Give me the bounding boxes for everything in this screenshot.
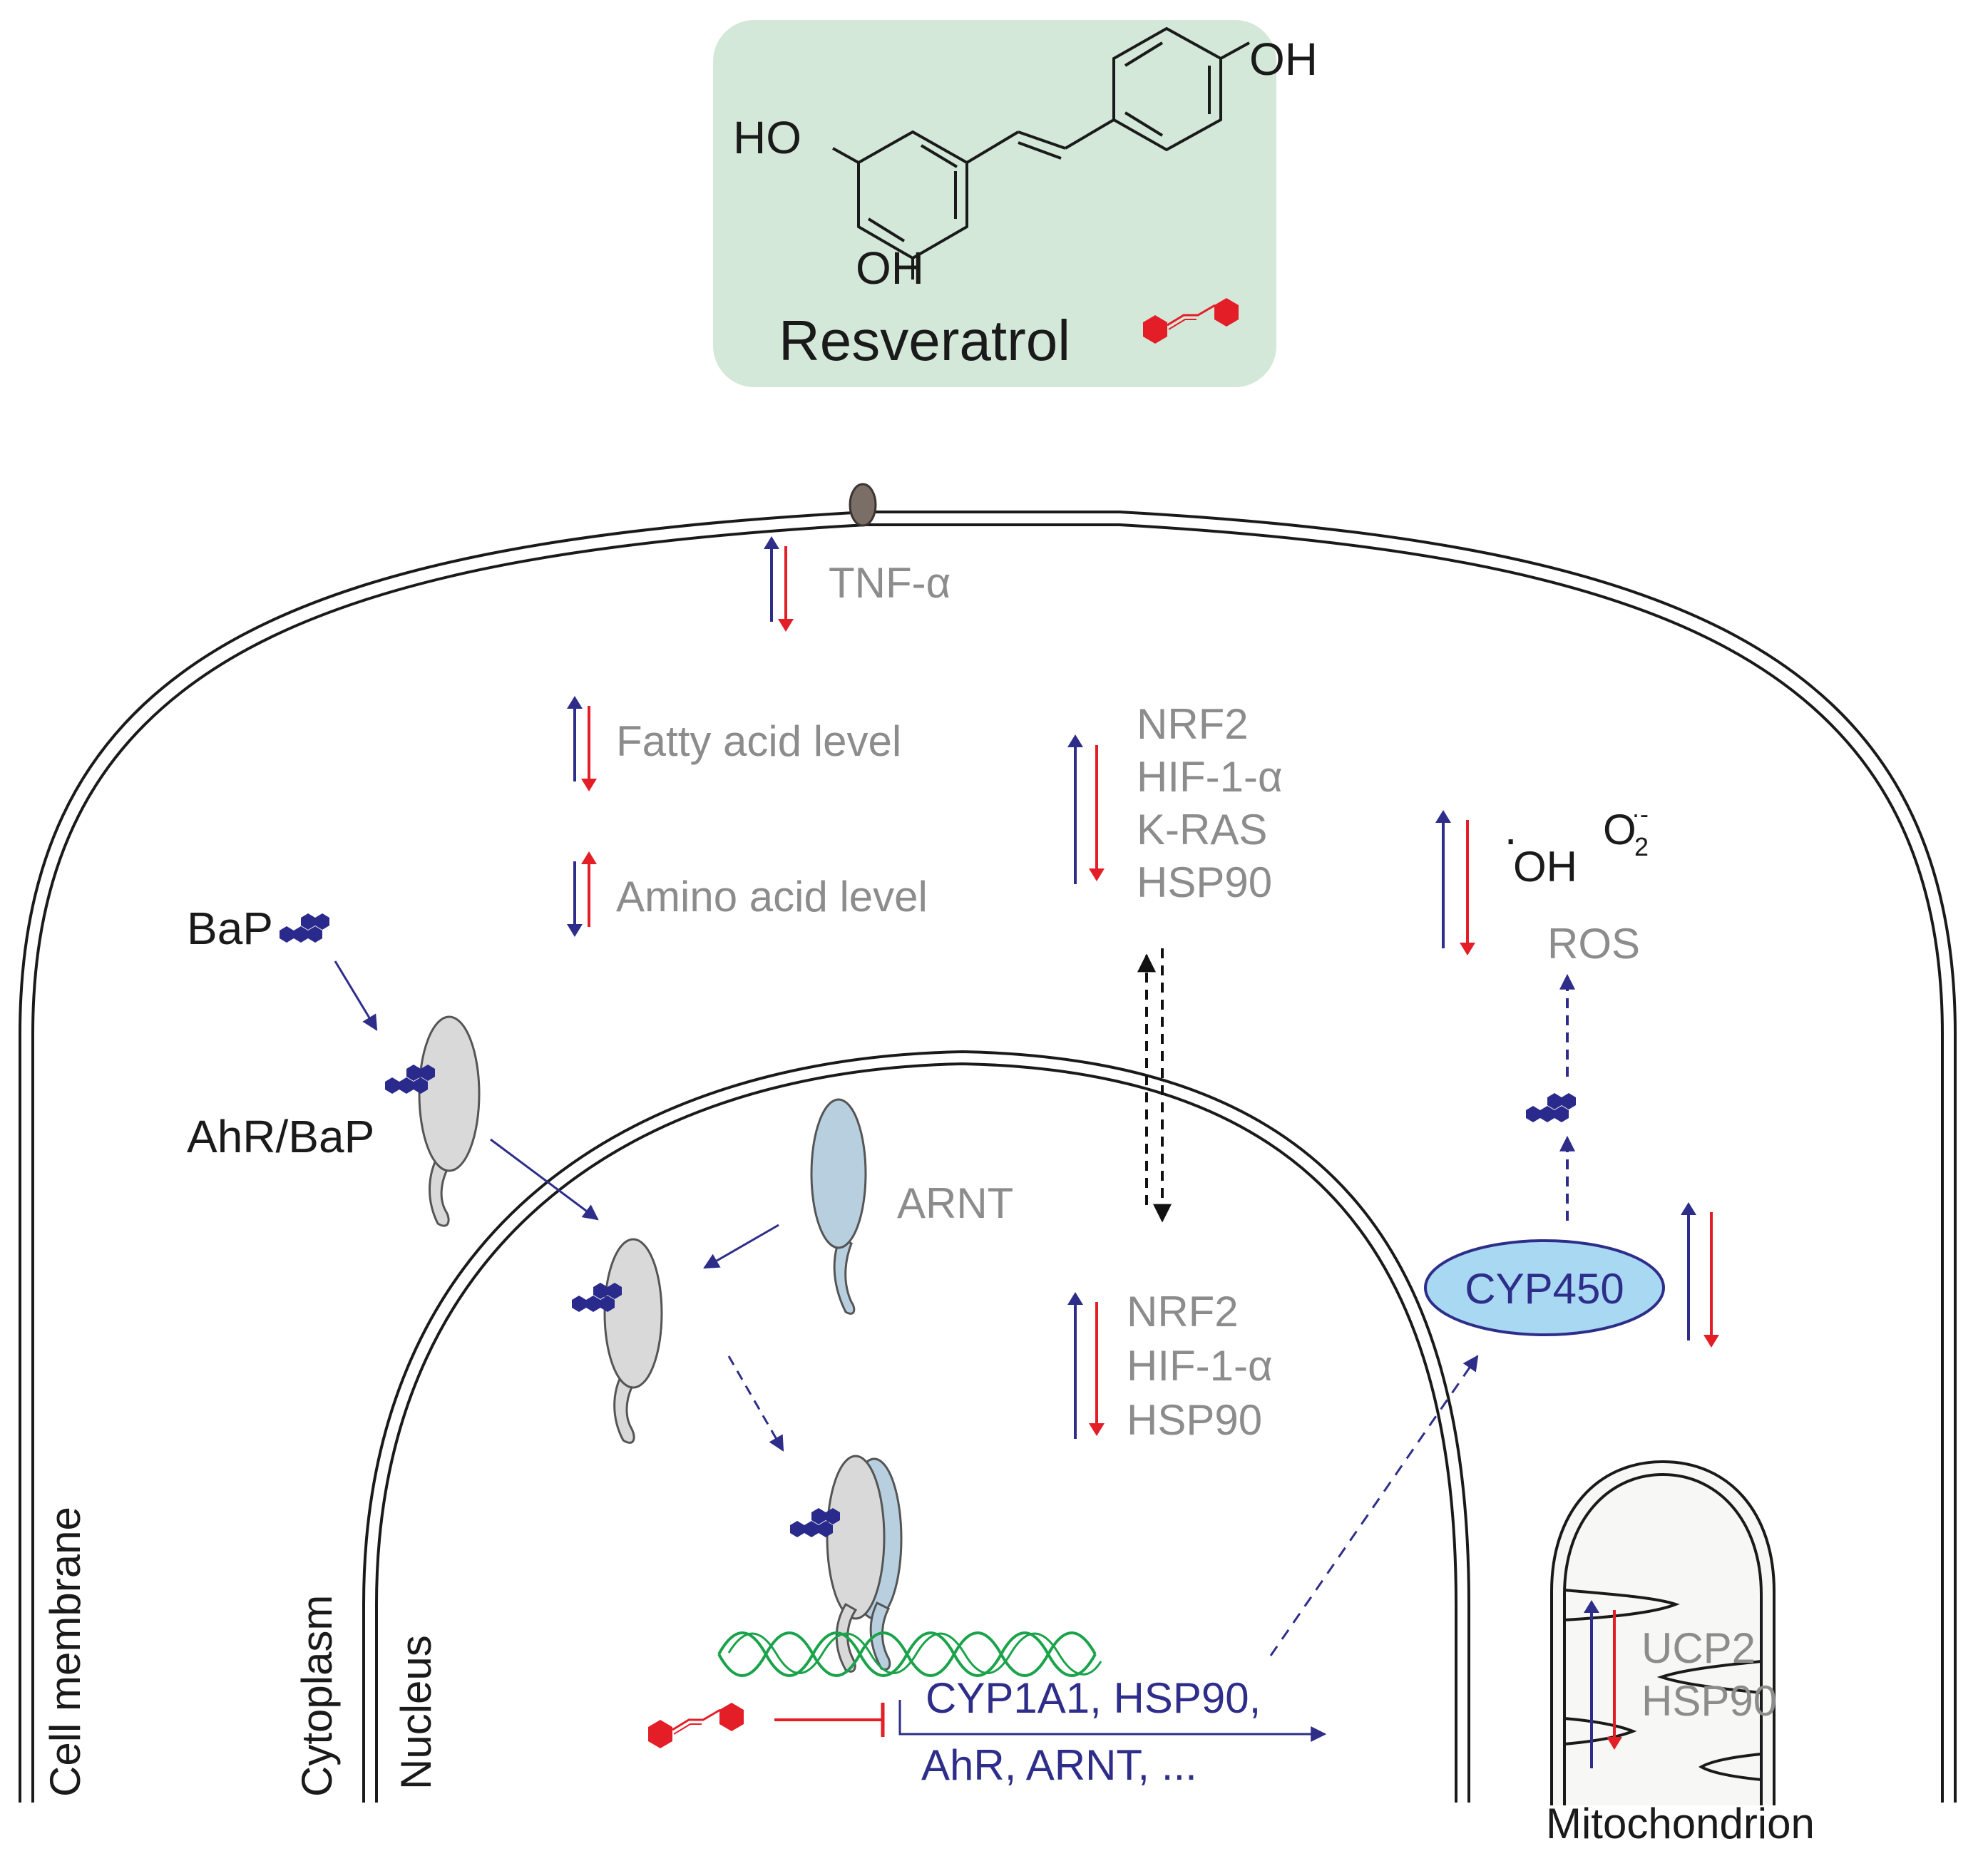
arnt-to-ahr-arrow (703, 1224, 779, 1269)
cytoplasm-kras-label: K-RAS (1137, 806, 1267, 853)
ahr-bound-bap (385, 1065, 435, 1094)
superoxide-label: O (1603, 806, 1636, 853)
target-genes-line1: CYP1A1, HSP90, (926, 1674, 1261, 1722)
tnf-alpha-label: TNF-α (829, 559, 951, 607)
cytoplasm-hif-label: HIF-1-α (1137, 753, 1283, 801)
nucleus-nrf2-label: NRF2 (1127, 1288, 1239, 1336)
ahr-arnt-heterodimer (826, 1455, 903, 1673)
nucleus-hif-label: HIF-1-α (1127, 1342, 1273, 1390)
fatty-acid-arrows (565, 694, 598, 793)
dna-helix (717, 1631, 1102, 1677)
fatty-acid-label: Fatty acid level (616, 717, 901, 765)
resveratrol-inhibitor-icon (647, 1701, 745, 1750)
cytoplasm-hsp90-label: HSP90 (1137, 858, 1272, 906)
nucleus-hsp90-label: HSP90 (1127, 1396, 1262, 1444)
hydroxyl-radical-dot: · (1503, 813, 1518, 864)
mito-ucp2-label: UCP2 (1641, 1624, 1756, 1672)
mitochondrion-label: Mitochondrion (1546, 1800, 1815, 1847)
resveratrol-title: Resveratrol (779, 309, 1070, 372)
ahr-to-dna-arrow (727, 1355, 784, 1452)
superoxide-charge: ·- (1631, 799, 1649, 829)
ahr-bap-label: AhR/BaP (187, 1111, 374, 1162)
target-genes-line2: AhR, ARNT, ... (921, 1741, 1197, 1789)
transcription-arrow (898, 1700, 1327, 1742)
oh-group-right: OH (1249, 34, 1318, 85)
nucleus-label: Nucleus (392, 1635, 440, 1790)
ho-group-left: HO (733, 112, 801, 163)
nucleus-nrf2-arrows (1067, 1292, 1105, 1439)
mito-hsp90-label: HSP90 (1641, 1677, 1777, 1725)
ahr-to-nucleus-arrow (490, 1138, 599, 1221)
hydroxyl-radical-label: OH (1513, 843, 1577, 891)
nucleus-cytoplasm-exchange-arrows (1137, 948, 1172, 1223)
cell-membrane-label: Cell membrane (41, 1507, 89, 1797)
metabolized-bap-molecule (1526, 1093, 1576, 1122)
bap-label: BaP (187, 903, 273, 954)
amino-acid-label: Amino acid level (616, 873, 928, 921)
cell-membrane (19, 511, 1957, 1803)
tnf-alpha-arrows (762, 535, 795, 633)
nuclear-ahr-complex (603, 1238, 663, 1444)
superoxide-subscript: 2 (1634, 832, 1649, 861)
cytoplasm-nrf2-label: NRF2 (1137, 700, 1249, 748)
cyp450-enzyme (1424, 1239, 1665, 1336)
cyp450-arrows (1681, 1202, 1719, 1348)
resveratrol-structure (832, 26, 1250, 280)
ros-label: ROS (1547, 920, 1640, 968)
oh-group-bottom: OH (856, 242, 924, 294)
resveratrol-panel (713, 20, 1276, 387)
ahr-bap-complex (418, 1015, 481, 1227)
bap-molecule (280, 913, 329, 943)
membrane-channel (849, 483, 877, 527)
nuclear-ahr-bap (572, 1283, 622, 1312)
heterodimer-bap (790, 1508, 840, 1537)
bap-to-ahr-arrow (334, 960, 378, 1031)
arnt-label: ARNT (897, 1179, 1013, 1227)
arnt-protein (810, 1098, 867, 1315)
cytoplasm-nrf2-arrows (1067, 734, 1105, 884)
ros-arrows (1435, 810, 1475, 955)
cyp450-label: CYP450 (1465, 1265, 1624, 1313)
mitochondrion-arrows (1584, 1600, 1622, 1768)
cytoplasm-label: Cytoplasm (293, 1595, 341, 1797)
nucleus-envelope (362, 1050, 1470, 1803)
amino-acid-arrows (567, 851, 597, 937)
genes-to-cyp450-arrow (1269, 1355, 1479, 1656)
